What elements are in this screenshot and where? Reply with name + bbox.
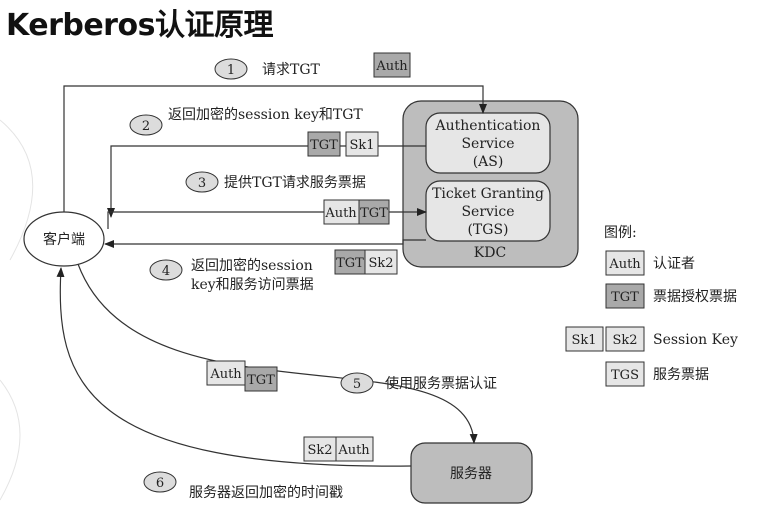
legend-auth-swatch [605,250,645,276]
step4-arrow [104,239,426,248]
step1-badge [214,58,248,80]
as-label-line3: (AS) [473,154,504,170]
token-tgt [307,131,341,157]
step5-badge [340,372,374,394]
legend-auth-label: Auth [608,257,641,272]
token-auth-label: Auth [209,367,242,382]
step5-arrow [77,263,478,444]
token-auth-label: Auth [375,59,408,74]
step4-text-line1: 返回加密的session [191,257,313,274]
server-label: 服务器 [450,466,492,482]
legend-sk-desc: Session Key [653,332,738,348]
step6-badge [143,471,177,493]
tgs-label-line3: (TGS) [467,222,508,238]
token-tgt-label: TGT [310,138,338,153]
legend-auth-desc: 认证者 [653,256,695,272]
step2-text: 返回加密的session key和TGT [168,106,363,123]
legend-tgs-label: TGS [611,368,639,383]
token-auth [373,52,411,78]
legend-tgs-swatch [605,361,645,387]
step4-text-line2: key和服务访问票据 [191,277,314,293]
step4-number: 4 [162,264,170,279]
legend-sk2-label: Sk2 [612,333,637,348]
background-arc [0,379,21,501]
legend-tgt-desc: 票据授权票据 [653,289,737,305]
step3-number: 3 [198,176,206,191]
token-tgt-label: TGT [247,373,275,388]
legend-sk1-label: Sk1 [571,333,596,348]
token-tgt [358,199,390,225]
legend-sk1-swatch [565,326,604,352]
token-auth-label: Auth [324,206,357,221]
token-sk2-label: Sk2 [368,256,393,271]
step3-text: 提供TGT请求服务票据 [224,175,366,191]
step1-text: 请求TGT [262,62,321,78]
step2-badge [129,114,163,136]
as-box [425,112,551,174]
token-tgt-label: TGT [360,206,388,221]
token-sk1-label: Sk1 [349,138,374,153]
step6-text: 服务器返回加密的时间戳 [189,484,343,501]
token-auth [335,436,374,462]
client-label: 客户端 [43,231,85,248]
token-tgt [334,249,366,275]
step1-arrow [63,85,487,212]
step1-number: 1 [227,63,235,78]
legend-sk2-swatch [605,326,645,352]
token-tgt [244,366,278,392]
step6-arrow [56,267,412,467]
page-title: Kerberos认证原理 [6,8,273,43]
step3-badge [185,171,219,193]
token-auth [206,360,246,386]
step5-text: 使用服务票据认证 [385,375,497,392]
legend-tgt-swatch [605,283,645,309]
token-auth-label: Auth [337,443,370,458]
background-arc [0,119,34,261]
legend-title: 图例: [604,225,637,241]
token-sk2-label: Sk2 [307,443,332,458]
as-label-line1: Authentication [435,118,541,134]
token-tgt-label: TGT [336,256,364,271]
step6-number: 6 [156,476,164,491]
kdc-label: KDC [474,245,506,261]
token-sk2 [364,249,398,275]
step3-arrow [107,208,427,229]
legend-tgs-desc: 服务票据 [653,367,709,383]
step4-badge [149,259,183,281]
legend-tgt-label: TGT [611,290,639,305]
token-sk2 [303,436,337,462]
token-sk1 [345,131,379,157]
tgs-label-line1: Ticket Granting [432,186,544,202]
tgs-label-line2: Service [461,204,514,220]
step5-number: 5 [353,377,361,392]
step2-number: 2 [142,119,150,134]
as-label-line2: Service [461,136,514,152]
